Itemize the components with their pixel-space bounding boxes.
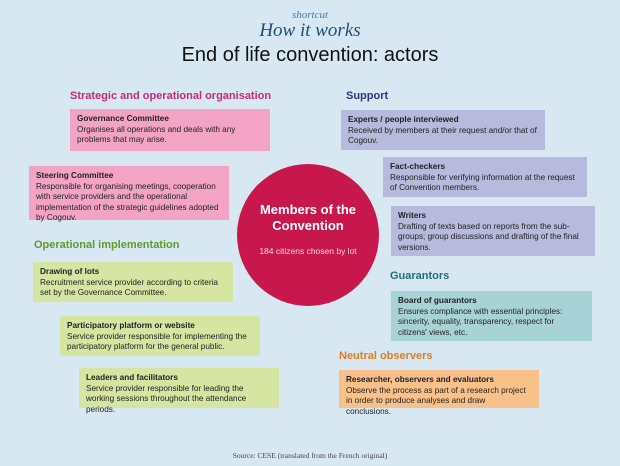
board-of-guarantors-box: Board of guarantors Ensures compliance w… [391,291,592,341]
members-circle-title-line2: Convention [272,218,344,233]
experts-title: Experts / people interviewed [348,115,459,124]
writers-text: Drafting of texts based on reports from … [398,221,579,252]
members-circle-subtitle: 184 citizens chosen by lot [259,246,357,256]
members-circle-title-line1: Members of the [259,202,357,217]
experts-box: Experts / people interviewed Received by… [341,110,545,150]
governance-committee-text: Organises all operations and deals with … [77,124,236,145]
board-of-guarantors-text: Ensures compliance with essential princi… [398,306,563,337]
participatory-platform-title: Participatory platform or website [67,321,195,330]
drawing-of-lots-title: Drawing of lots [40,267,100,276]
participatory-platform-text: Service provider responsible for impleme… [67,331,247,352]
fact-checkers-text: Responsible for verifying information at… [390,172,575,193]
steering-committee-box: Steering Committee Responsible for organ… [29,166,229,223]
writers-box: Writers Drafting of texts based on repor… [391,206,595,256]
governance-committee-title: Governance Committee [77,114,169,123]
guarantors-heading: Guarantors [390,270,450,282]
leaders-facilitators-title: Leaders and facilitators [86,373,178,382]
fact-checkers-box: Fact-checkers Responsible for verifying … [383,157,587,197]
header-kicker: shortcut [291,9,329,21]
source-note: Source: CESE (translated from the French… [232,451,388,460]
researchers-title: Researcher, observers and evaluators [346,375,494,384]
support-heading: Support [346,90,389,102]
fact-checkers-title: Fact-checkers [390,162,446,171]
researchers-box: Researcher, observers and evaluators Obs… [339,370,539,416]
governance-committee-box: Governance Committee Organises all opera… [70,109,270,151]
leaders-facilitators-box: Leaders and facilitators Service provide… [79,368,279,414]
operational-heading: Operational implementation [34,239,180,251]
board-of-guarantors-title: Board of guarantors [398,296,477,305]
members-circle-title: Members of the Convention [237,202,379,234]
page-title: End of life convention: actors [181,44,439,66]
writers-title: Writers [398,211,427,220]
steering-committee-text: Responsible for organising meetings, coo… [36,181,219,223]
members-circle: Members of the Convention 184 citizens c… [237,164,379,306]
steering-committee-title: Steering Committee [36,171,114,180]
researchers-text: Observe the process as part of a researc… [346,385,526,416]
drawing-of-lots-text: Recruitment service provider according t… [40,277,218,298]
participatory-platform-box: Participatory platform or website Servic… [60,316,260,356]
neutral-heading: Neutral observers [339,350,433,362]
drawing-of-lots-box: Drawing of lots Recruitment service prov… [33,262,233,302]
header-subtitle: How it works [259,20,361,41]
strategic-heading: Strategic and operational organisation [70,90,272,102]
leaders-facilitators-text: Service provider responsible for leading… [86,383,247,414]
experts-text: Received by members at their request and… [348,125,537,146]
